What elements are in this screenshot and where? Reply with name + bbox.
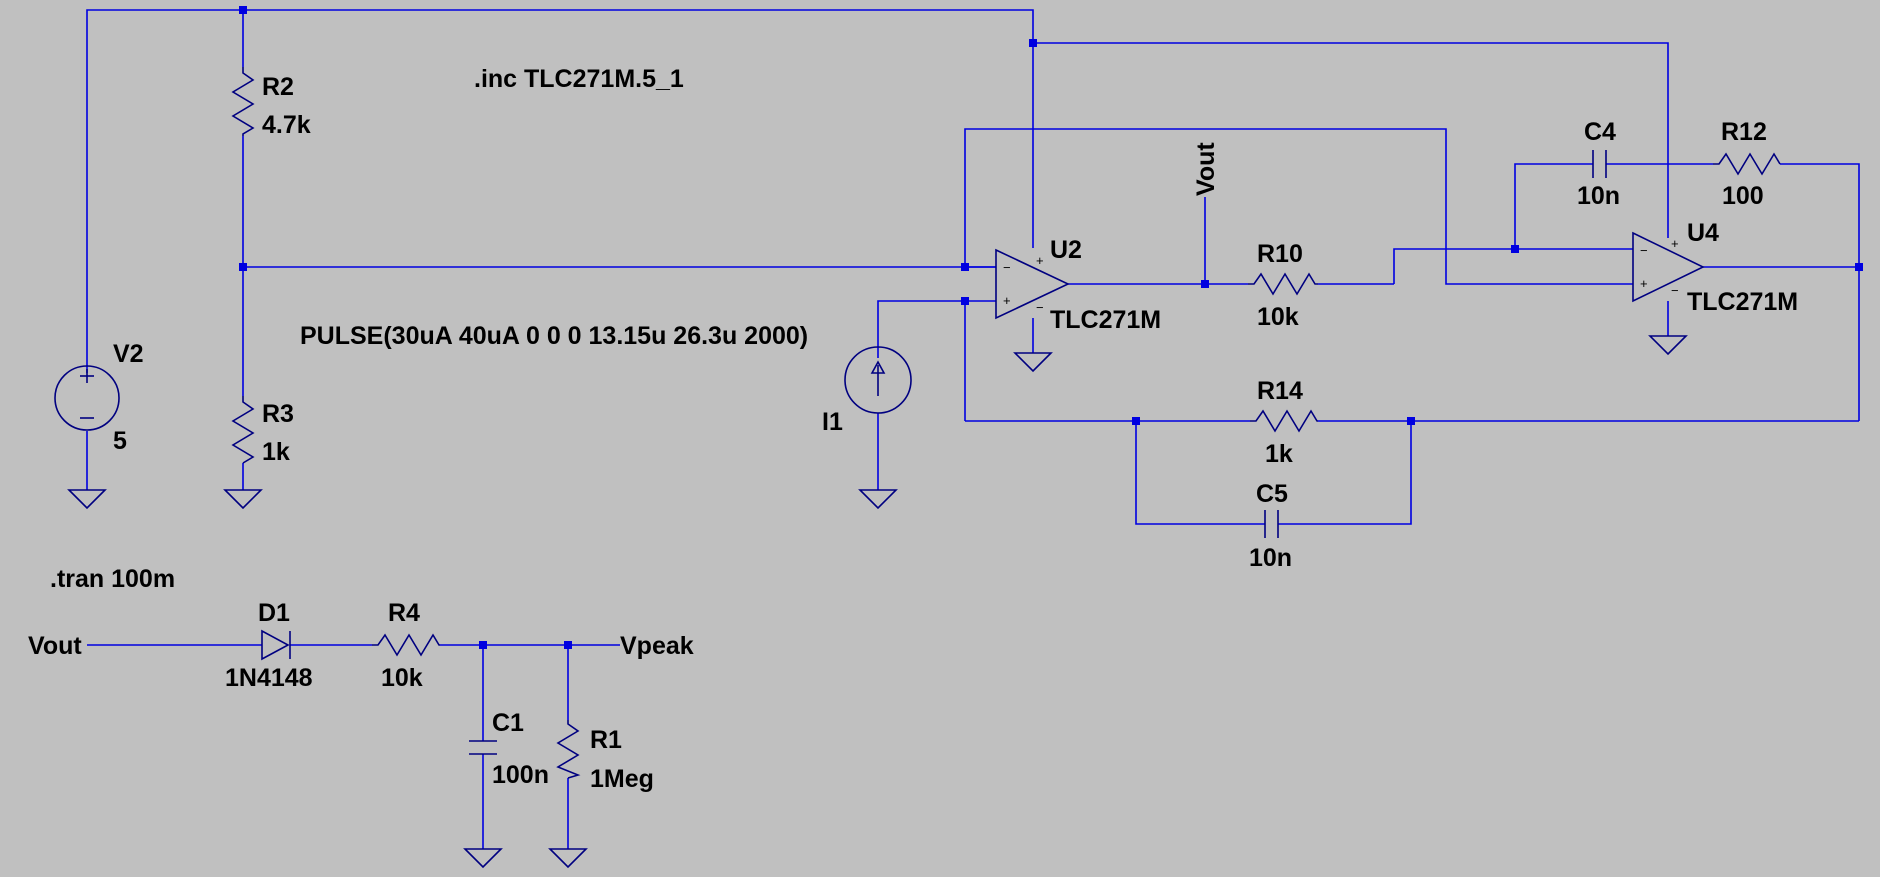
- resistor-r4[interactable]: R4 10k: [372, 599, 440, 692]
- c5-name: C5: [1256, 480, 1288, 508]
- ground-icon: [463, 848, 503, 869]
- r14-value: 1k: [1265, 440, 1293, 468]
- net-labels: Vout Vout Vpeak: [28, 142, 1220, 660]
- d1-value: 1N4148: [225, 664, 313, 692]
- u2-supply-plus: +: [1036, 253, 1044, 268]
- r4-value: 10k: [381, 664, 423, 692]
- directive-include[interactable]: .inc TLC271M.5_1: [474, 65, 684, 93]
- r10-name: R10: [1257, 240, 1303, 268]
- r4-name: R4: [388, 599, 420, 627]
- ground-icon: [858, 489, 898, 510]
- ground-icon: [548, 848, 588, 869]
- r3-name: R3: [262, 400, 294, 428]
- wire-r10-to-u4: [1393, 248, 1633, 284]
- u4-name: U4: [1687, 219, 1719, 247]
- r3-value: 1k: [262, 438, 290, 466]
- net-label-vpeak: Vpeak: [620, 632, 694, 660]
- i1-name: I1: [822, 408, 843, 436]
- junction: [1201, 280, 1209, 288]
- c4-name: C4: [1584, 118, 1616, 146]
- junction: [961, 263, 969, 271]
- u4-pin-plus: +: [1640, 276, 1648, 291]
- u2-value: TLC271M: [1050, 306, 1161, 334]
- wire-r12-right: [1780, 163, 1860, 421]
- diode-d1[interactable]: D1 1N4148: [225, 599, 313, 692]
- wire-u2-inp: [877, 300, 996, 358]
- wire-top-feedback: [1033, 42, 1669, 238]
- c5-value: 10n: [1249, 544, 1292, 572]
- r14-name: R14: [1257, 377, 1303, 405]
- junction: [239, 263, 247, 271]
- junction: [564, 641, 572, 649]
- wire-c4-left: [1514, 163, 1593, 249]
- u4-pin-minus: −: [1640, 243, 1648, 258]
- u4-supply-minus: −: [1671, 283, 1679, 298]
- resistor-r2[interactable]: R2 4.7k: [231, 67, 311, 139]
- r2-value: 4.7k: [262, 111, 311, 139]
- capacitor-c5[interactable]: C5 10n: [1249, 480, 1292, 572]
- c4-value: 10n: [1577, 182, 1620, 210]
- ground-symbols: [67, 335, 1688, 869]
- junctions: [239, 6, 1863, 649]
- capacitor-c1[interactable]: C1 100n: [469, 709, 549, 789]
- spice-directives: .inc TLC271M.5_1 .tran 100m PULSE(30uA 4…: [50, 65, 808, 593]
- u2-supply-minus: −: [1036, 300, 1044, 315]
- junction: [961, 297, 969, 305]
- resistor-r14[interactable]: R14 1k: [1250, 377, 1318, 468]
- c1-value: 100n: [492, 761, 549, 789]
- voltage-source-v2[interactable]: V2 5: [54, 340, 144, 455]
- u2-name: U2: [1050, 236, 1082, 264]
- wire-u2-feedback: [964, 128, 1633, 285]
- ground-icon: [223, 489, 263, 510]
- wires: [86, 9, 1860, 849]
- pulse-spec[interactable]: PULSE(30uA 40uA 0 0 0 13.15u 26.3u 2000): [300, 322, 808, 350]
- net-label-vout-left: Vout: [28, 632, 82, 660]
- r1-value: 1Meg: [590, 765, 654, 793]
- ground-icon: [67, 489, 107, 510]
- r12-value: 100: [1722, 182, 1764, 210]
- junction: [1132, 417, 1140, 425]
- resistor-r12[interactable]: R12 100: [1713, 118, 1781, 210]
- u4-supply-plus: +: [1671, 236, 1679, 251]
- r10-value: 10k: [1257, 303, 1299, 331]
- ground-icon: [1648, 335, 1688, 356]
- junction: [1407, 417, 1415, 425]
- junction: [479, 641, 487, 649]
- wire-c5-right: [1278, 421, 1412, 525]
- junction: [1029, 39, 1037, 47]
- capacitor-c4[interactable]: C4 10n: [1577, 118, 1620, 210]
- v2-value: 5: [113, 427, 127, 455]
- u2-pin-minus: −: [1003, 260, 1011, 275]
- u4-value: TLC271M: [1687, 288, 1798, 316]
- r12-name: R12: [1721, 118, 1767, 146]
- ground-icon: [1013, 352, 1053, 373]
- v2-name: V2: [113, 340, 144, 368]
- opamp-u2[interactable]: − + + − U2 TLC271M: [995, 236, 1161, 334]
- r2-name: R2: [262, 73, 294, 101]
- resistor-r10[interactable]: R10 10k: [1248, 240, 1318, 331]
- d1-name: D1: [258, 599, 290, 627]
- r1-name: R1: [590, 726, 622, 754]
- resistor-r1[interactable]: R1 1Meg: [556, 720, 654, 793]
- resistor-r3[interactable]: R3 1k: [231, 396, 294, 466]
- u2-pin-plus: +: [1003, 293, 1011, 308]
- junction: [1855, 263, 1863, 271]
- net-label-vout-top: Vout: [1192, 142, 1220, 196]
- junction: [1511, 245, 1519, 253]
- c1-name: C1: [492, 709, 524, 737]
- wire-c5-left: [1135, 421, 1265, 525]
- current-source-i1[interactable]: I1: [822, 346, 912, 436]
- opamp-u4[interactable]: − + + − U4 TLC271M: [1632, 219, 1798, 316]
- directive-tran[interactable]: .tran 100m: [50, 565, 175, 593]
- junction: [239, 6, 247, 14]
